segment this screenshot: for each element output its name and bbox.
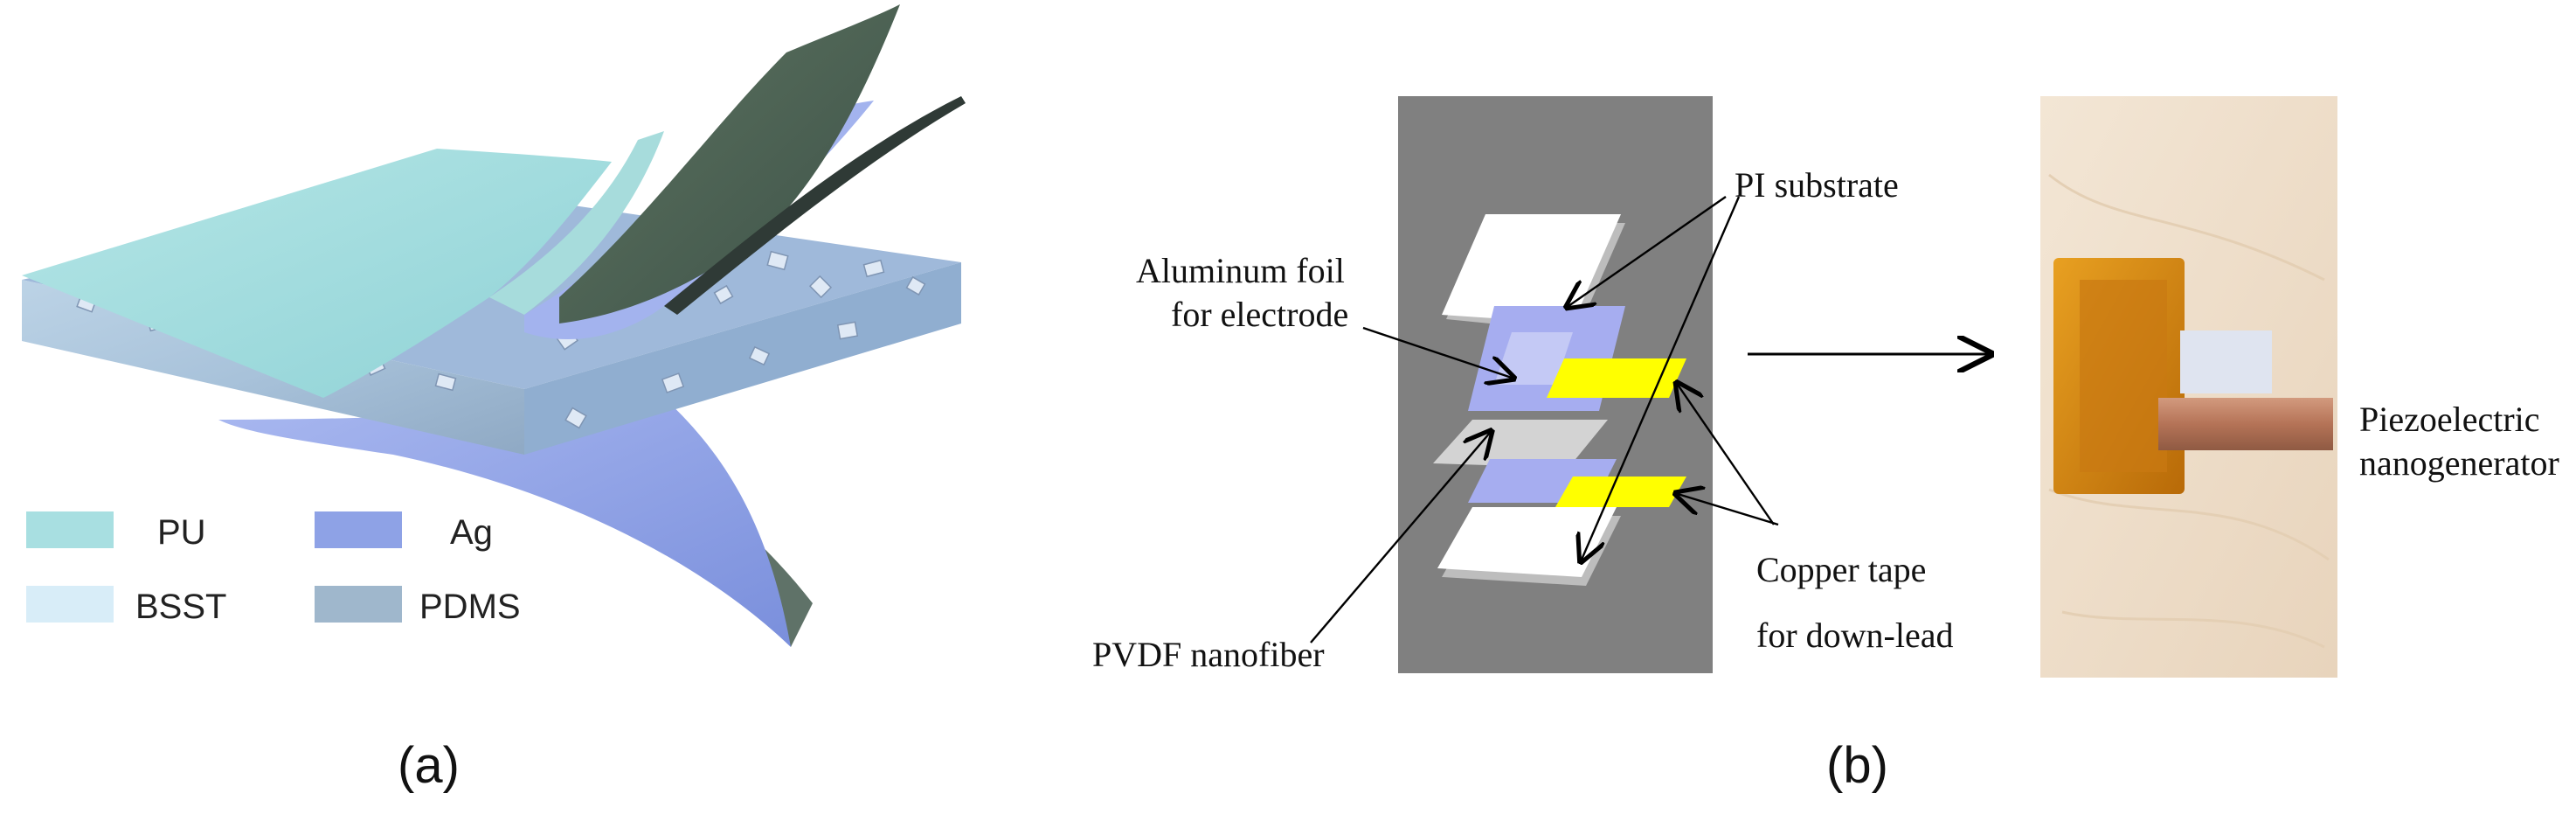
arrow-copper-bottom xyxy=(1678,494,1779,526)
panel-a-illustration xyxy=(22,4,966,647)
lower-ag-sheet xyxy=(218,398,791,647)
arrow-pvdf xyxy=(1310,433,1490,644)
arrow-aluminum xyxy=(1362,326,1512,378)
label-aluminum-line2: for electrode xyxy=(1171,295,1348,334)
legend-swatch-bsst xyxy=(26,586,114,623)
label-piezo-line1: Piezoelectric xyxy=(2359,400,2540,439)
copper-tape-top xyxy=(1547,358,1686,398)
legend-label-ag: Ag xyxy=(450,513,493,552)
label-copper-line2: for down-lead xyxy=(1756,616,1953,655)
annotation-arrows xyxy=(1310,196,1779,644)
caption-a: (a) xyxy=(398,737,460,794)
pvdf-film-strip xyxy=(2180,330,2272,393)
legend-swatch-ag xyxy=(315,511,402,548)
device-photo xyxy=(2040,96,2337,678)
wood-grain xyxy=(2048,173,2330,649)
legend-swatch-pu xyxy=(26,511,114,548)
arrow-pi-bottom xyxy=(1582,196,1741,560)
label-aluminum-line1: Aluminum foil xyxy=(1136,251,1345,290)
label-copper-line1: Copper tape xyxy=(1756,550,1926,589)
label-pi-substrate: PI substrate xyxy=(1735,165,1899,205)
label-piezo-line2: nanogenerator xyxy=(2359,443,2559,483)
pu-top-sheet xyxy=(22,149,612,398)
legend-label-bsst: BSST xyxy=(135,588,226,626)
legend-label-pu: PU xyxy=(157,513,206,552)
pu-curl xyxy=(489,131,664,315)
composite-slab-side xyxy=(524,262,961,455)
pi-substrate-bottom xyxy=(1437,507,1617,577)
legend-label-pdms: PDMS xyxy=(419,588,521,626)
legend-swatch-pdms xyxy=(315,586,402,623)
copper-tape-bottom xyxy=(1555,477,1686,507)
dark-top-sheet xyxy=(559,4,900,324)
copper-lead xyxy=(2158,398,2333,450)
dark-thin-sheet xyxy=(664,96,966,315)
arrow-copper-top xyxy=(1678,385,1775,525)
label-pvdf: PVDF nanofiber xyxy=(1092,635,1325,674)
caption-b: (b) xyxy=(1826,737,1888,794)
arrow-pi-top xyxy=(1568,196,1727,306)
panel-a-legend: PU Ag BSST PDMS xyxy=(26,511,521,626)
kapton-inner xyxy=(2080,280,2167,472)
